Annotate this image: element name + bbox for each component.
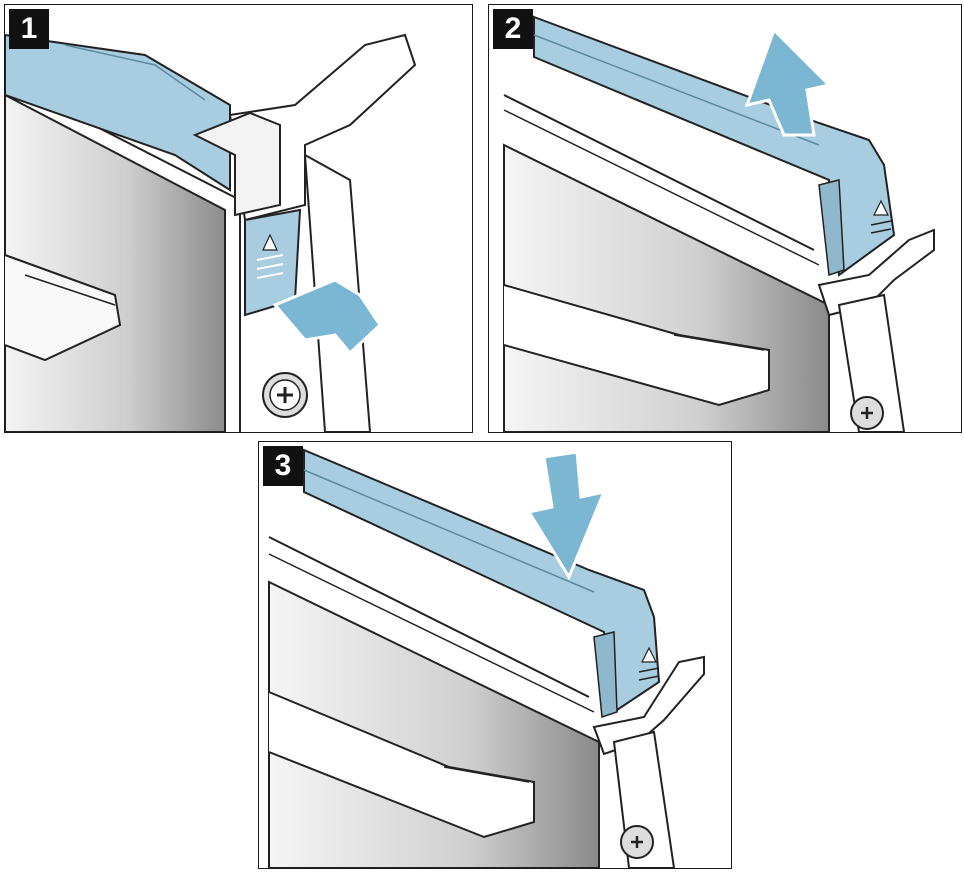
step-3-panel: 3 [258, 441, 732, 869]
screw-icon [620, 825, 654, 859]
step-1-badge: 1 [9, 9, 49, 49]
screw-icon [262, 372, 308, 418]
step-2-illustration [503, 15, 935, 432]
step-3-badge: 3 [263, 446, 303, 486]
step-3-illustration [268, 448, 705, 868]
down-arrow-icon [526, 450, 607, 581]
step-2-badge: 2 [493, 9, 533, 49]
up-arrow-icon [744, 27, 832, 137]
step-2-panel: 2 [488, 4, 962, 433]
step-1-panel: 1 [4, 4, 473, 433]
screw-icon [850, 396, 884, 430]
step-1-illustration [5, 33, 417, 432]
push-arrow-icon [272, 278, 382, 356]
